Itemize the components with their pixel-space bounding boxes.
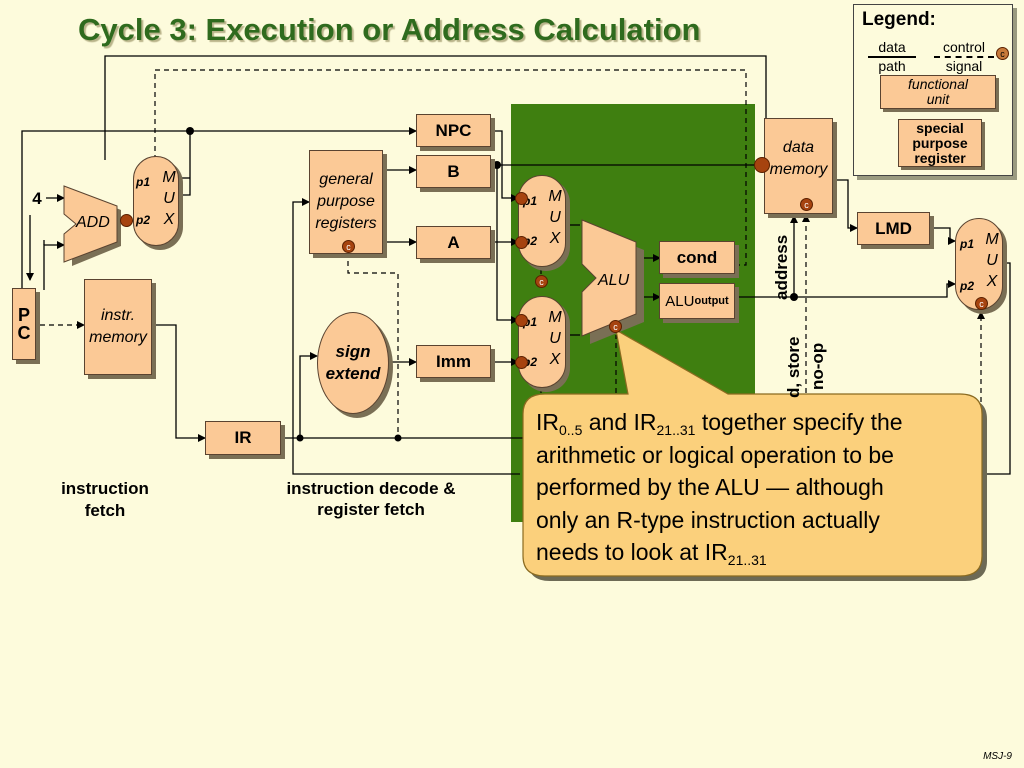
constant-four: 4 <box>32 189 42 208</box>
alu-control-dot-icon: c <box>609 320 622 333</box>
gpr-control-dot-icon: c <box>342 240 355 253</box>
alu-label: ALU <box>598 272 630 289</box>
npc-register: NPC <box>416 114 491 147</box>
legend-data-path: data path <box>868 39 916 75</box>
lmd-register: LMD <box>857 212 930 245</box>
address-label: address <box>772 234 791 300</box>
slide-title: Cycle 3: Execution or Address Calculatio… <box>78 12 701 47</box>
load-store-label: d, store <box>784 336 803 398</box>
ir-register: IR <box>205 421 281 455</box>
a-register: A <box>416 226 491 259</box>
legend-control-marker-icon: c <box>996 47 1009 60</box>
noop-label: no-op <box>808 342 827 390</box>
legend: Legend: data path control signal c funct… <box>853 4 1013 176</box>
callout-text: IR0..5 and IR21..31 together specify the… <box>536 409 903 568</box>
legend-heading: Legend: <box>862 9 936 30</box>
add-control-dot-icon <box>120 214 133 227</box>
decode-register-fetch-label: instruction decode & register fetch <box>286 479 456 519</box>
imm-register: Imm <box>416 345 491 378</box>
alu-unit-shape <box>581 219 637 337</box>
mux-bottom-p2-dot-icon <box>515 356 528 369</box>
writeback-mux-control-dot-icon: c <box>975 297 988 310</box>
legend-control-signal: control signal <box>934 39 994 75</box>
cond-register: cond <box>659 241 735 274</box>
mux-control-dot-icon: c <box>535 275 548 288</box>
b-register: B <box>416 155 491 188</box>
mux-top-p1-dot-icon <box>515 192 528 205</box>
instruction-fetch-label: instruction fetch <box>61 479 149 520</box>
data-memory-control-dot-icon: c <box>800 198 813 211</box>
data-memory-input-dot-icon <box>754 157 770 173</box>
instruction-memory: instr.memory <box>84 279 152 375</box>
mux-top-p2-dot-icon <box>515 236 528 249</box>
slide-footer: MSJ-9 <box>983 751 1012 762</box>
mux-bottom-p1-dot-icon <box>515 314 528 327</box>
add-label: ADD <box>76 214 110 231</box>
